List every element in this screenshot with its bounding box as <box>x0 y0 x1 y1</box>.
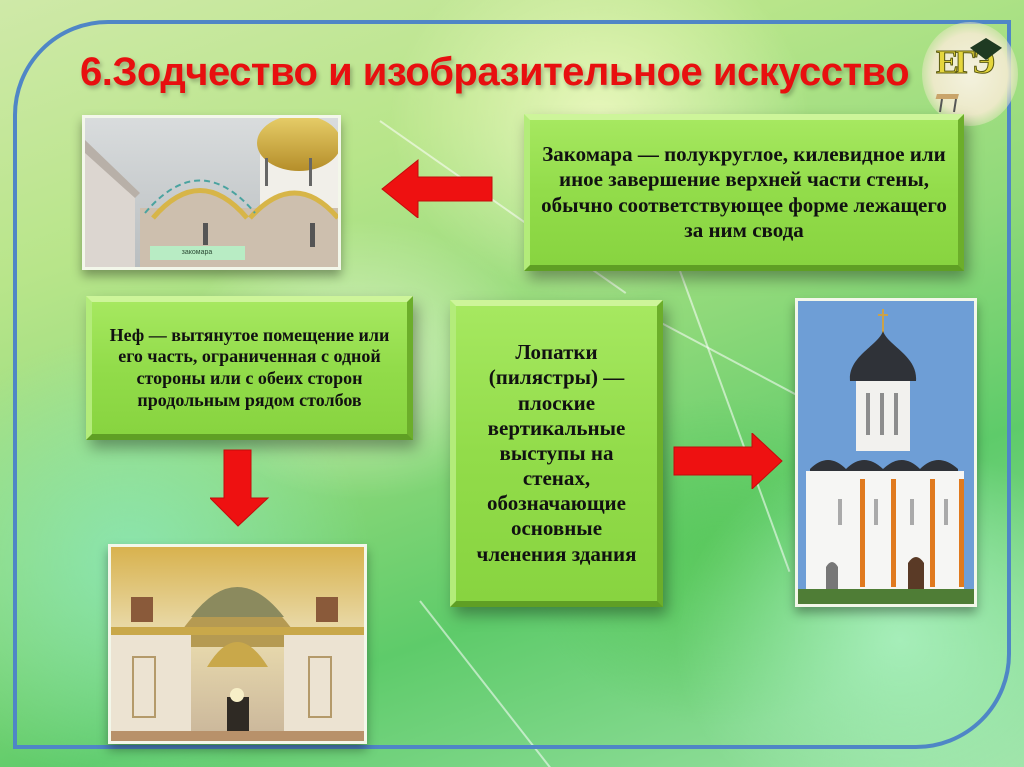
nef-definition-text: Неф — вытянутое помещение или его часть,… <box>109 324 390 410</box>
ege-logo: ЕГЭ <box>922 22 1018 126</box>
arrow-right-icon <box>673 433 783 489</box>
zakomara-definition-text: Закомара — полукруглое, килевидное или и… <box>541 142 947 242</box>
arrow-left-icon <box>381 158 493 218</box>
arrow-down-icon <box>210 449 270 527</box>
school-desk-icon <box>935 94 959 113</box>
lopatki-definition-text: Лопатки (пилястры) — плоские вертикальны… <box>476 340 637 566</box>
slide-title: 6.Зодчество и изобразительное искусство <box>80 50 910 94</box>
slide-frame-border <box>13 20 1011 749</box>
nave-interior-photo <box>108 544 367 744</box>
lopatki-definition-card: Лопатки (пилястры) — плоские вертикальны… <box>450 300 663 607</box>
zakomara-photo: закомара <box>82 115 341 270</box>
nef-definition-card: Неф — вытянутое помещение или его часть,… <box>86 296 413 440</box>
zakomara-definition-card: Закомара — полукруглое, килевидное или и… <box>524 114 964 271</box>
zakomara-photo-caption: закомара <box>181 249 213 256</box>
church-photo <box>795 298 977 607</box>
